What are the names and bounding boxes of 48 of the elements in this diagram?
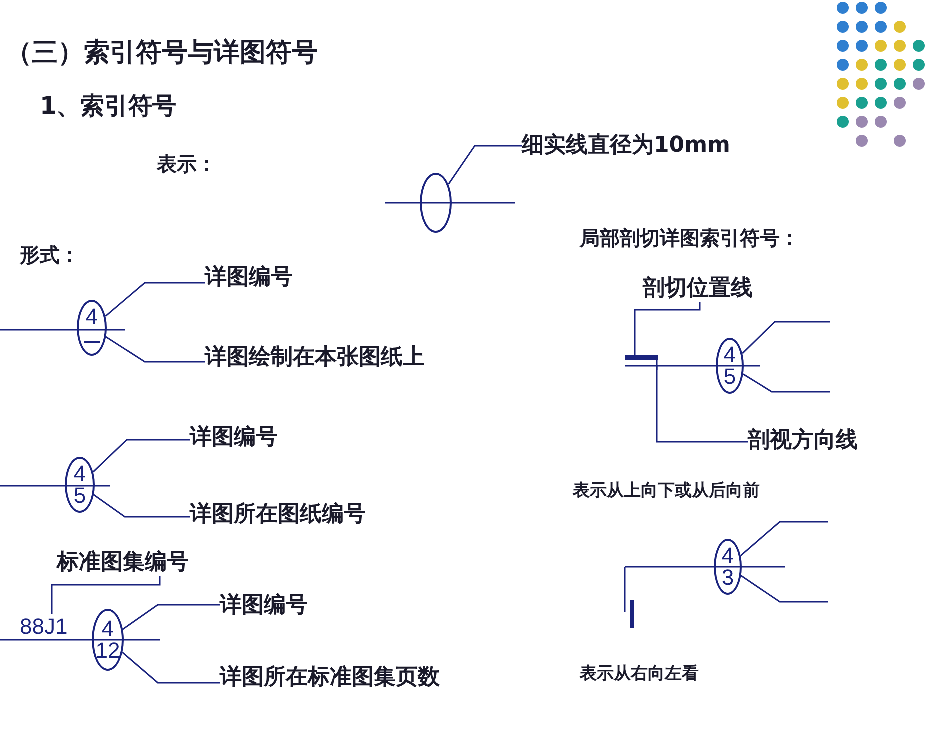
- sheet-number: 5: [74, 485, 86, 507]
- detail-number: 4: [86, 306, 98, 328]
- annotation-text: 详图绘制在本张图纸上: [205, 345, 425, 372]
- leader-line: [122, 604, 220, 630]
- label: 形式：: [20, 243, 80, 267]
- leader-line: [740, 575, 828, 603]
- annotation-text: 细实线直径为10mm: [522, 133, 730, 160]
- label: 表示：: [157, 152, 217, 176]
- leader-line: [742, 321, 830, 354]
- leader-line: [105, 282, 205, 317]
- leader-line: [448, 145, 522, 186]
- sheet-number: 3: [722, 567, 734, 589]
- note-text: 表示从上向下或从后向前: [573, 481, 760, 502]
- leader-line: [740, 521, 828, 556]
- leader-line: [94, 494, 190, 518]
- index-circle: [77, 300, 107, 356]
- leader-line: [122, 652, 220, 684]
- detail-number: 4: [102, 618, 114, 640]
- section-heading: 1、索引符号: [40, 92, 177, 121]
- annotation-text: 详图编号: [220, 593, 308, 620]
- leader-line: [92, 439, 190, 473]
- index-circle: [714, 539, 742, 595]
- sheet-number: 5: [724, 366, 736, 388]
- leader-line: [106, 336, 205, 363]
- leader-line: [51, 576, 161, 614]
- annotation-text: 剖切位置线: [643, 276, 753, 302]
- label: 局部剖切详图索引符号：: [580, 226, 800, 250]
- index-circle: [92, 609, 124, 671]
- annotation-text: 详图编号: [190, 425, 278, 452]
- annotation-text: 剖视方向线: [748, 428, 858, 454]
- sheet-number: 12: [96, 640, 120, 662]
- detail-number: 4: [722, 545, 734, 567]
- annotation-text: 详图编号: [205, 265, 293, 292]
- leader-line: [743, 374, 830, 393]
- index-circle: [65, 457, 95, 513]
- annotation-text: 详图所在标准图集页数: [220, 665, 440, 692]
- slide-title: （三）索引符号与详图符号: [6, 38, 318, 70]
- index-circle: [420, 173, 452, 233]
- detail-number: 4: [74, 463, 86, 485]
- annotation-text: 详图所在图纸编号: [190, 502, 366, 528]
- leader-line: [634, 302, 701, 355]
- detail-number: 4: [724, 344, 736, 366]
- leader-line: [656, 360, 748, 443]
- annotation-text: 标准图集编号: [57, 550, 189, 576]
- section-bar: [625, 355, 658, 360]
- drawing-number: 88J1: [20, 614, 68, 640]
- note-text: 表示从右向左看: [580, 664, 699, 684]
- index-circle: [716, 338, 744, 394]
